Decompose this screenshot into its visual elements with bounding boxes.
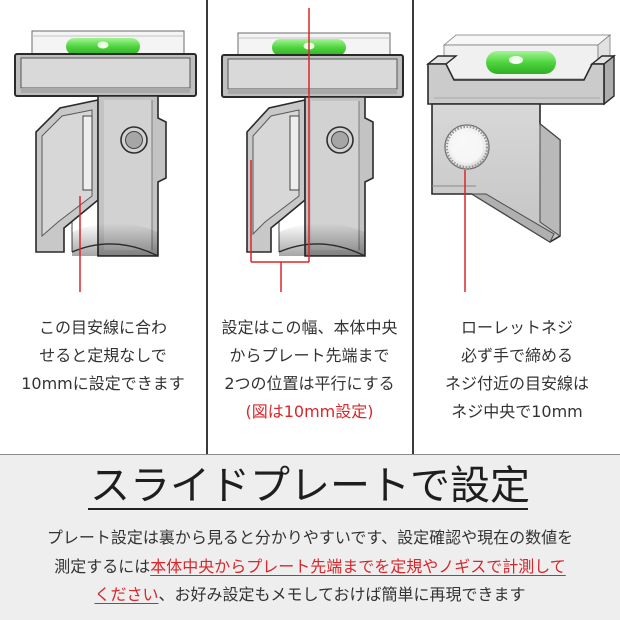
highlight-text: ください (94, 585, 159, 604)
info-box: スライドプレートで設定 プレート設定は裏から見ると分かりやすいです、設定確認や現… (0, 454, 620, 620)
main-body (304, 96, 374, 257)
caption-line: ネジ中央で10mm (451, 402, 583, 421)
screw (326, 126, 354, 154)
width-bracket (250, 8, 310, 292)
panel-knurled-screw: ローレットネジ 必ず手で締める ネジ付近の目安線は ネジ中央で10mm (414, 0, 620, 454)
level-perspective-illustration (426, 34, 616, 292)
level-frame (221, 54, 404, 98)
bubble (66, 38, 140, 55)
caption-line: 必ず手で締める (460, 346, 573, 365)
caption-line: 設定はこの幅、本体中央 (221, 318, 398, 337)
level-front-view-illustration (14, 30, 197, 292)
highlight-text: 本体中央からプレート先端までを定規やノギスで計測して (150, 556, 566, 576)
bubble (486, 51, 556, 74)
info-text: 、お好み設定もメモしておけば簡単に再現できます (158, 585, 526, 604)
info-line: ください、お好み設定もメモしておけば簡単に再現できます (0, 581, 620, 610)
panel-divider (412, 0, 414, 454)
info-text: 測定するには (54, 556, 151, 576)
section-title: スライドプレートで設定 (90, 463, 530, 509)
cut-edge (278, 243, 366, 257)
panel-caption: 設定はこの幅、本体中央 からプレート先端まで 2つの位置は平行にする (図は10… (207, 314, 412, 426)
caption-note: (図は10mm設定) (245, 402, 374, 421)
screw (120, 126, 148, 154)
caption-line: からプレート先端まで (229, 346, 390, 365)
main-body (431, 103, 561, 243)
info-line: 測定するには本体中央からプレート先端までを定規やノギスで計測して (0, 553, 620, 582)
panel-caption: ローレットネジ 必ず手で締める ネジ付近の目安線は ネジ中央で10mm (414, 314, 620, 426)
caption-line: この目安線に合わ (38, 318, 167, 337)
caption-line: 10mmに設定できます (21, 374, 185, 393)
caption-line: ローレットネジ (460, 318, 573, 337)
title-underline (88, 508, 528, 510)
info-paragraph: プレート設定は裏から見ると分かりやすいです、設定確認や現在の数値を 測定するには… (0, 524, 620, 610)
panel-caption: この目安線に合わ せると定規なしで 10mmに設定できます (0, 314, 206, 398)
panel-width-setting: 設定はこの幅、本体中央 からプレート先端まで 2つの位置は平行にする (図は10… (207, 0, 412, 454)
info-line: プレート設定は裏から見ると分かりやすいです、設定確認や現在の数値を (0, 524, 620, 553)
level-frame (426, 54, 616, 106)
caption-line: せると定規なしで (39, 346, 167, 365)
slide-plate (246, 99, 306, 253)
level-frame (14, 53, 197, 97)
info-text: プレート設定は裏から見ると分かりやすいです、設定確認や現在の数値を (46, 528, 574, 547)
knurled-screw-icon (444, 124, 490, 170)
panel-divider (206, 0, 208, 454)
panel-guide-line: この目安線に合わ せると定規なしで 10mmに設定できます (0, 0, 206, 454)
level-front-view-illustration (221, 8, 404, 292)
caption-line: ネジ付近の目安線は (444, 374, 589, 393)
caption-line: 2つの位置は平行にする (224, 374, 395, 393)
